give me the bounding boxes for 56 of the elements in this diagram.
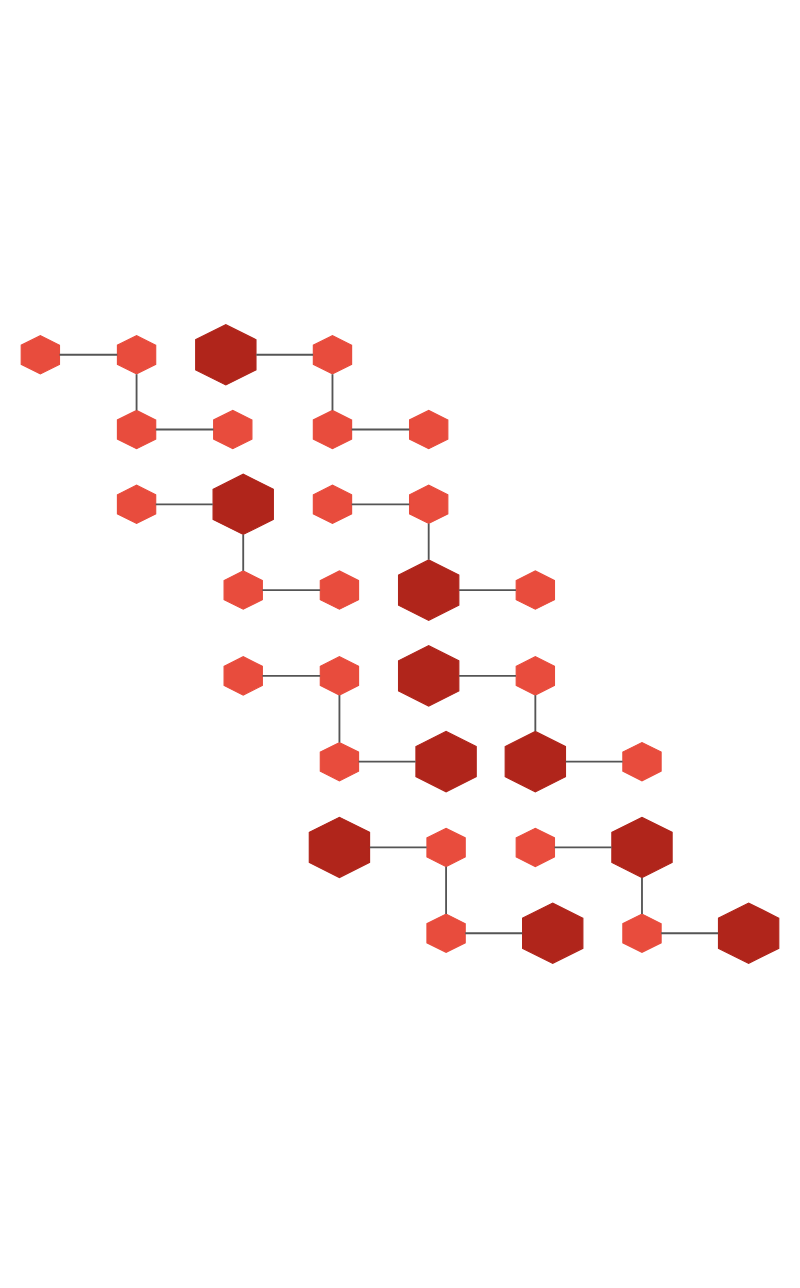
node-hexagon	[717, 902, 780, 964]
node-hexagon	[397, 645, 460, 707]
node-hexagon	[213, 409, 253, 450]
connector	[154, 503, 214, 506]
node-hexagon	[515, 827, 556, 868]
node-hexagon	[611, 816, 673, 879]
node-hexagon	[319, 656, 360, 696]
connector	[255, 353, 315, 356]
node-hexagon	[195, 324, 257, 386]
node-hexagon	[515, 656, 556, 696]
node-hexagon	[223, 570, 263, 610]
connector	[357, 760, 417, 763]
connector	[445, 865, 447, 915]
connector	[534, 694, 537, 733]
connector	[350, 503, 411, 506]
node-hexagon	[312, 335, 353, 375]
connector	[458, 674, 517, 677]
connector	[660, 932, 720, 935]
node-hexagon	[622, 741, 662, 782]
connector	[553, 846, 613, 849]
node-hexagon	[622, 913, 662, 953]
node-hexagon	[308, 816, 371, 879]
node-hexagon	[515, 570, 556, 610]
node-hexagon	[319, 570, 360, 610]
node-hexagon	[504, 730, 567, 793]
node-hexagon	[116, 484, 157, 525]
connector	[564, 760, 624, 763]
node-hexagon	[116, 409, 157, 450]
connector	[427, 522, 430, 561]
connector	[58, 353, 119, 356]
node-hexagon	[522, 902, 584, 964]
connector	[331, 373, 334, 412]
connector	[464, 932, 524, 935]
node-hexagon	[415, 730, 477, 793]
node-hexagon	[212, 473, 274, 536]
node-hexagon	[409, 484, 449, 525]
connector	[368, 846, 428, 849]
node-hexagon	[116, 335, 157, 375]
connector	[154, 428, 215, 431]
node-hexagon	[426, 913, 466, 953]
node-hexagon	[312, 484, 353, 525]
node-hexagon	[397, 559, 460, 621]
connector	[350, 428, 411, 431]
node-hexagon	[319, 741, 360, 782]
connector	[135, 373, 138, 412]
connector	[261, 589, 322, 592]
connector	[261, 674, 322, 677]
node-hexagon	[20, 335, 61, 375]
connector	[338, 694, 341, 744]
connector	[458, 589, 517, 592]
node-hexagon	[223, 656, 263, 696]
node-hexagon	[409, 409, 449, 450]
connector	[641, 876, 643, 915]
node-hexagon	[426, 827, 466, 868]
connector	[242, 533, 245, 572]
node-hexagon	[312, 409, 353, 450]
